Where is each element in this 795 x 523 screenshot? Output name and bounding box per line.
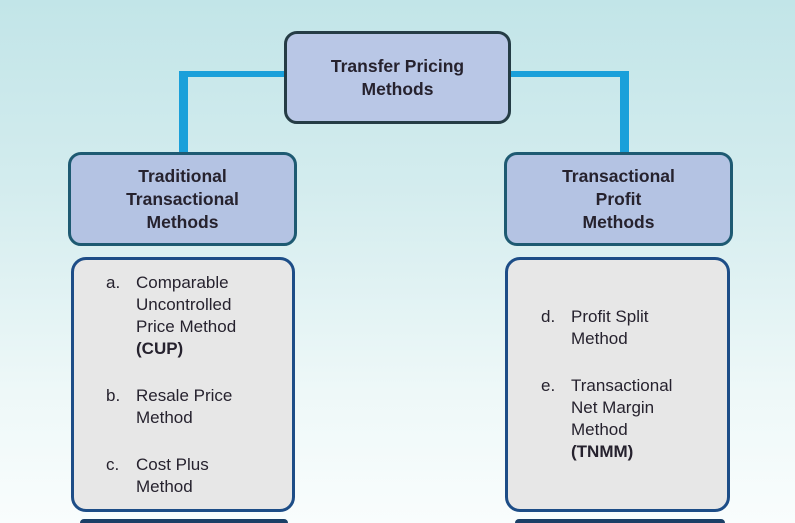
list-item-cup: a. Comparable Uncontrolled Price Method … [106, 272, 282, 360]
list-item-letter: a. [106, 273, 121, 292]
list-item-text: Resale Price Method [136, 386, 233, 427]
list-item-text: Cost Plus Method [136, 455, 209, 496]
cutoff-box-top-right [515, 519, 725, 523]
list-item-letter: e. [541, 376, 556, 395]
method-list-transactional-profit: d. Profit Split Method e. Transactional … [505, 257, 730, 512]
list-item-letter: d. [541, 307, 556, 326]
list-item-tnmm: e. Transactional Net Margin Method (TNMM… [541, 375, 717, 463]
connector-right-vertical [620, 71, 629, 153]
list-item-cost-plus: c. Cost Plus Method [106, 454, 282, 498]
branch-header-traditional-transactional-methods: Traditional Transactional Methods [68, 152, 297, 246]
root-node-transfer-pricing-methods: Transfer Pricing Methods [284, 31, 511, 124]
method-list-traditional: a. Comparable Uncontrolled Price Method … [71, 257, 295, 512]
connector-right-horizontal [511, 71, 628, 77]
list-item-letter: c. [106, 455, 120, 474]
cutoff-box-top-left [80, 519, 288, 523]
list-item-abbreviation: (CUP) [136, 339, 184, 358]
list-item-letter: b. [106, 386, 121, 405]
list-item-text: Comparable Uncontrolled Price Method (CU… [136, 273, 237, 358]
list-item-abbreviation: (TNMM) [571, 442, 634, 461]
list-item-resale-price: b. Resale Price Method [106, 385, 282, 429]
list-item-profit-split: d. Profit Split Method [541, 306, 717, 350]
list-item-text: Transactional Net Margin Method (TNMM) [571, 376, 673, 461]
branch-header-transactional-profit-methods: Transactional Profit Methods [504, 152, 733, 246]
list-item-text: Profit Split Method [571, 307, 649, 348]
connector-left-horizontal [182, 71, 284, 77]
connector-left-vertical [179, 71, 188, 153]
